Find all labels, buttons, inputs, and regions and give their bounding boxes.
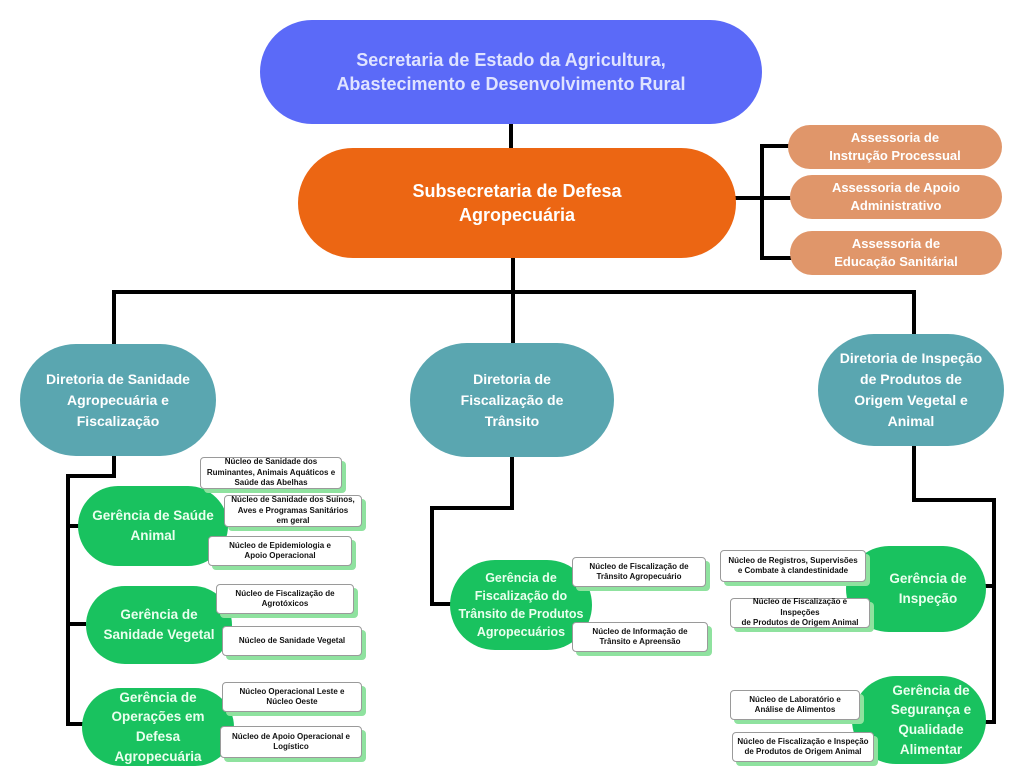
- connector-line: [912, 498, 996, 502]
- connector-line: [912, 444, 916, 502]
- nucleo-laboratorio: Núcleo de Laboratório e Análise de Alime…: [730, 690, 860, 720]
- node-gerencia-saude-animal: Gerência de Saúde Animal: [78, 486, 228, 566]
- connector-line: [760, 256, 792, 260]
- nucleo-leste-oeste: Núcleo Operacional Leste e Núcleo Oeste: [222, 682, 362, 712]
- node-secretaria: Secretaria de Estado da Agricultura, Aba…: [260, 20, 762, 124]
- connector-line: [760, 144, 792, 148]
- connector-line: [66, 524, 86, 528]
- nucleo-sanidade-vegetal: Núcleo de Sanidade Vegetal: [222, 626, 362, 656]
- connector-line: [430, 506, 434, 606]
- connector-line: [66, 474, 116, 478]
- nucleo-inspecoes-origem-animal: Núcleo de Fiscalização e Inspeções de Pr…: [730, 597, 870, 628]
- connector-line: [66, 622, 86, 626]
- connector-line: [760, 144, 764, 260]
- node-diretoria-transito: Diretoria de Fiscalização de Trânsito: [410, 343, 614, 457]
- connector-line: [912, 290, 916, 336]
- nucleo-transito-agropecuario: Núcleo de Fiscalização de Trânsito Agrop…: [572, 557, 706, 587]
- nucleo-suinos: Núcleo de Sanidade dos Suínos, Aves e Pr…: [224, 495, 362, 527]
- connector-line: [66, 474, 70, 726]
- connector-line: [511, 254, 515, 346]
- node-gerencia-sanidade-vegetal: Gerência de Sanidade Vegetal: [86, 586, 232, 664]
- node-diretoria-inspecao: Diretoria de Inspeção de Produtos de Ori…: [818, 334, 1004, 446]
- connector-line: [112, 454, 116, 476]
- connector-line: [992, 498, 996, 724]
- nucleo-ruminantes: Núcleo de Sanidade dos Ruminantes, Anima…: [200, 457, 342, 489]
- node-diretoria-sanidade: Diretoria de Sanidade Agropecuária e Fis…: [20, 344, 216, 456]
- nucleo-informacao-transito: Núcleo de Informação de Trânsito e Apree…: [572, 622, 708, 652]
- nucleo-registros: Núcleo de Registros, Supervisões e Comba…: [720, 550, 866, 582]
- node-assessoria-educacao: Assessoria de Educação Sanitárial: [790, 231, 1002, 275]
- node-gerencia-operacoes: Gerência de Operações em Defesa Agropecu…: [82, 688, 234, 766]
- nucleo-inspecao-origem-animal: Núcleo de Fiscalização e Inspeção de Pro…: [732, 732, 874, 762]
- node-gerencia-transito: Gerência de Fiscalização do Trânsito de …: [450, 560, 592, 650]
- node-assessoria-instrucao: Assessoria de Instrução Processual: [788, 125, 1002, 169]
- nucleo-agrotoxicos: Núcleo de Fiscalização de Agrotóxicos: [216, 584, 354, 614]
- node-subsecretaria: Subsecretaria de Defesa Agropecuária: [298, 148, 736, 258]
- node-gerencia-inspecao: Gerência de Inspeção: [846, 546, 986, 632]
- connector-line: [984, 584, 996, 588]
- node-gerencia-seguranca: Gerência de Segurança e Qualidade Alimen…: [852, 676, 986, 764]
- connector-line: [430, 506, 514, 510]
- connector-line: [510, 456, 514, 508]
- connector-line: [112, 290, 116, 346]
- connector-line: [734, 196, 762, 200]
- connector-line: [66, 722, 86, 726]
- nucleo-epidemiologia: Núcleo de Epidemiologia e Apoio Operacio…: [208, 536, 352, 566]
- node-assessoria-apoio: Assessoria de Apoio Administrativo: [790, 175, 1002, 219]
- nucleo-apoio-logistico: Núcleo de Apoio Operacional e Logístico: [220, 726, 362, 758]
- connector-line: [430, 602, 454, 606]
- connector-line: [984, 720, 996, 724]
- connector-line: [760, 196, 792, 200]
- connector-line: [112, 290, 916, 294]
- connector-line: [509, 122, 513, 150]
